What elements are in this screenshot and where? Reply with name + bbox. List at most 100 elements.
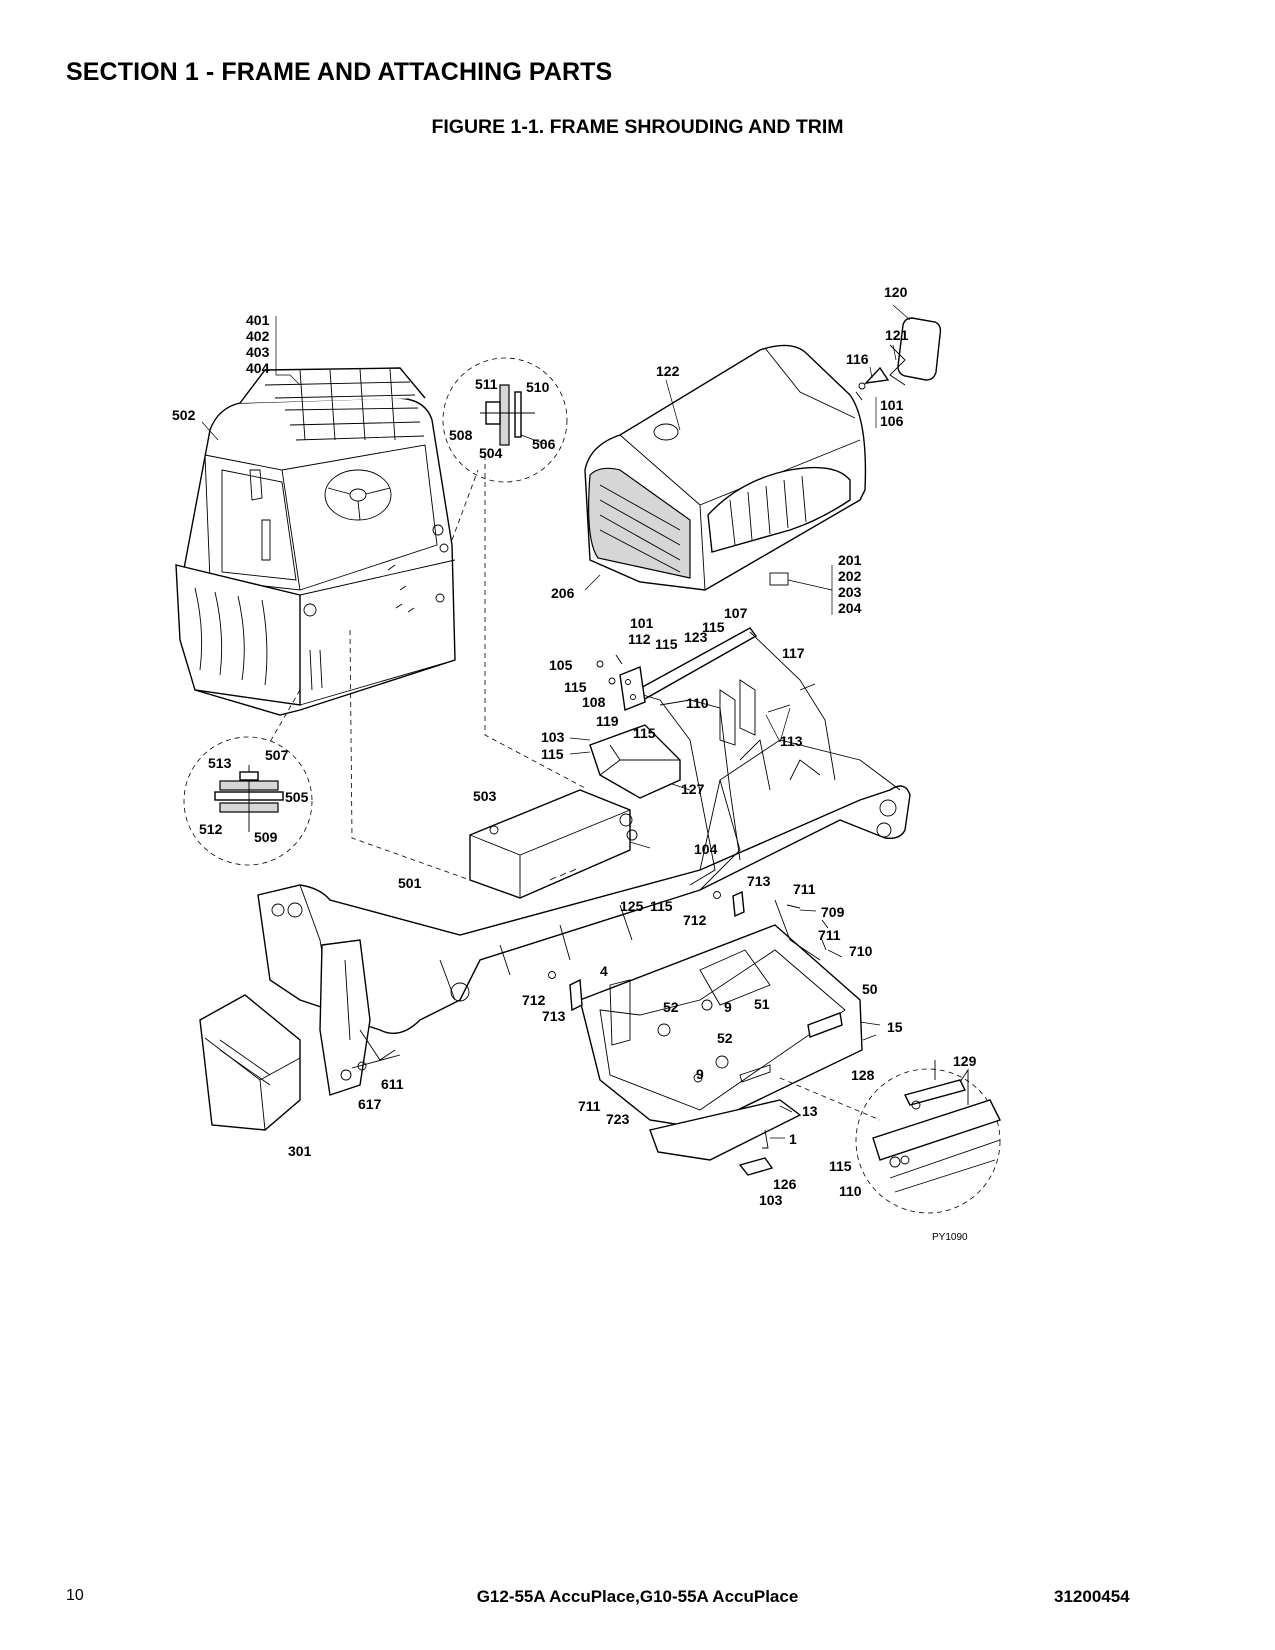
callout-206: 206 — [551, 585, 575, 601]
detail-circle-upper — [442, 357, 568, 483]
bracket-127 — [589, 724, 681, 841]
hood-support-frame — [636, 627, 836, 886]
callout-713-b: 713 — [542, 1008, 566, 1024]
callout-129: 129 — [953, 1053, 977, 1069]
callout-123: 123 — [684, 629, 708, 645]
callout-402: 402 — [246, 328, 270, 344]
callout-202: 202 — [838, 568, 862, 584]
callout-403: 403 — [246, 344, 270, 360]
callout-122: 122 — [656, 363, 680, 379]
callout-128: 128 — [851, 1067, 875, 1083]
callout-710: 710 — [849, 943, 873, 959]
callout-513: 513 — [208, 755, 232, 771]
callout-611: 611 — [381, 1076, 404, 1092]
page-number: 10 — [66, 1587, 84, 1604]
callout-4: 4 — [600, 963, 608, 979]
callout-101-upper: 101 — [880, 397, 904, 413]
callout-505: 505 — [285, 789, 309, 805]
figure-title: FIGURE 1-1. FRAME SHROUDING AND TRIM — [431, 116, 844, 138]
callout-50: 50 — [862, 981, 878, 997]
callout-508: 508 — [449, 427, 473, 443]
callout-103-a: 103 — [541, 729, 565, 745]
callout-711-b: 711 — [818, 927, 841, 943]
callout-127: 127 — [681, 781, 705, 797]
callout-52-a: 52 — [663, 999, 679, 1015]
callout-110-b: 110 — [839, 1183, 862, 1199]
callout-115-c: 115 — [564, 679, 587, 695]
battery-box — [469, 789, 631, 899]
assembly-lines — [269, 455, 881, 1121]
callout-404: 404 — [246, 360, 270, 376]
callout-108: 108 — [582, 694, 606, 710]
detail-circle-right — [855, 1060, 1001, 1214]
callout-105: 105 — [549, 657, 573, 673]
callout-509: 509 — [254, 829, 278, 845]
callout-401: 401 — [246, 312, 270, 328]
callout-113: 113 — [780, 733, 803, 749]
callout-106: 106 — [880, 413, 904, 429]
document-number: 31200454 — [1054, 1587, 1130, 1606]
callout-709: 709 — [821, 904, 845, 920]
hood-assembly — [584, 344, 867, 591]
callout-712-b: 712 — [522, 992, 546, 1008]
callout-301: 301 — [288, 1143, 312, 1159]
callout-711-a: 711 — [793, 881, 816, 897]
counterweight-tray — [579, 924, 863, 1176]
callout-112: 112 — [628, 631, 651, 647]
hinge-plate — [596, 654, 646, 711]
callout-115-a: 115 — [702, 619, 725, 635]
model-name: G12-55A AccuPlace,G10-55A AccuPlace — [476, 1587, 799, 1606]
axle-pin — [340, 1054, 401, 1081]
callout-121: 121 — [885, 327, 909, 343]
callout-126: 126 — [773, 1176, 797, 1192]
callout-117: 117 — [782, 645, 805, 661]
callout-504: 504 — [479, 445, 503, 461]
callout-51: 51 — [754, 996, 770, 1012]
cab-assembly — [175, 367, 456, 716]
callout-110-a: 110 — [686, 695, 709, 711]
callout-506: 506 — [532, 436, 556, 452]
callout-115-b: 115 — [655, 636, 678, 652]
callout-9-b: 9 — [696, 1066, 704, 1082]
callout-120: 120 — [884, 284, 908, 300]
callout-503: 503 — [473, 788, 497, 804]
callout-510: 510 — [526, 379, 550, 395]
callout-723: 723 — [606, 1111, 630, 1127]
callout-13: 13 — [802, 1103, 818, 1119]
figure-id: PY1090 — [932, 1232, 968, 1243]
callout-204: 204 — [838, 600, 862, 616]
bumper-301 — [199, 994, 301, 1131]
callout-115-d: 115 — [633, 725, 656, 741]
callout-115-e: 115 — [541, 746, 564, 762]
callout-512: 512 — [199, 821, 223, 837]
top-right-small-parts — [855, 317, 942, 401]
callout-labels: 401 402 403 404 502 511 510 508 504 506 … — [172, 284, 977, 1243]
callout-15: 15 — [887, 1019, 903, 1035]
callout-125: 125 — [620, 898, 644, 914]
section-title: SECTION 1 - FRAME AND ATTACHING PARTS — [66, 58, 613, 86]
callout-507: 507 — [265, 747, 289, 763]
callout-712-a: 712 — [683, 912, 707, 928]
callout-119: 119 — [596, 713, 619, 729]
leader-lines — [201, 304, 911, 1139]
detail-circle-lower — [183, 736, 313, 866]
main-frame — [257, 739, 911, 1096]
callout-1: 1 — [789, 1131, 797, 1147]
callout-502: 502 — [172, 407, 196, 423]
callout-511: 511 — [475, 376, 498, 392]
callout-115-f: 115 — [650, 898, 673, 914]
side-brackets — [548, 890, 829, 1012]
callout-116: 116 — [846, 351, 869, 367]
callout-617: 617 — [358, 1096, 382, 1112]
callout-203: 203 — [838, 584, 862, 600]
callout-115-g: 115 — [829, 1158, 852, 1174]
callout-107: 107 — [724, 605, 748, 621]
callout-713-a: 713 — [747, 873, 771, 889]
callout-52-b: 52 — [717, 1030, 733, 1046]
callout-104: 104 — [694, 841, 718, 857]
callout-101-lower: 101 — [630, 615, 654, 631]
callout-711-c: 711 — [578, 1098, 601, 1114]
callout-9-a: 9 — [724, 999, 732, 1015]
callout-201: 201 — [838, 552, 862, 568]
